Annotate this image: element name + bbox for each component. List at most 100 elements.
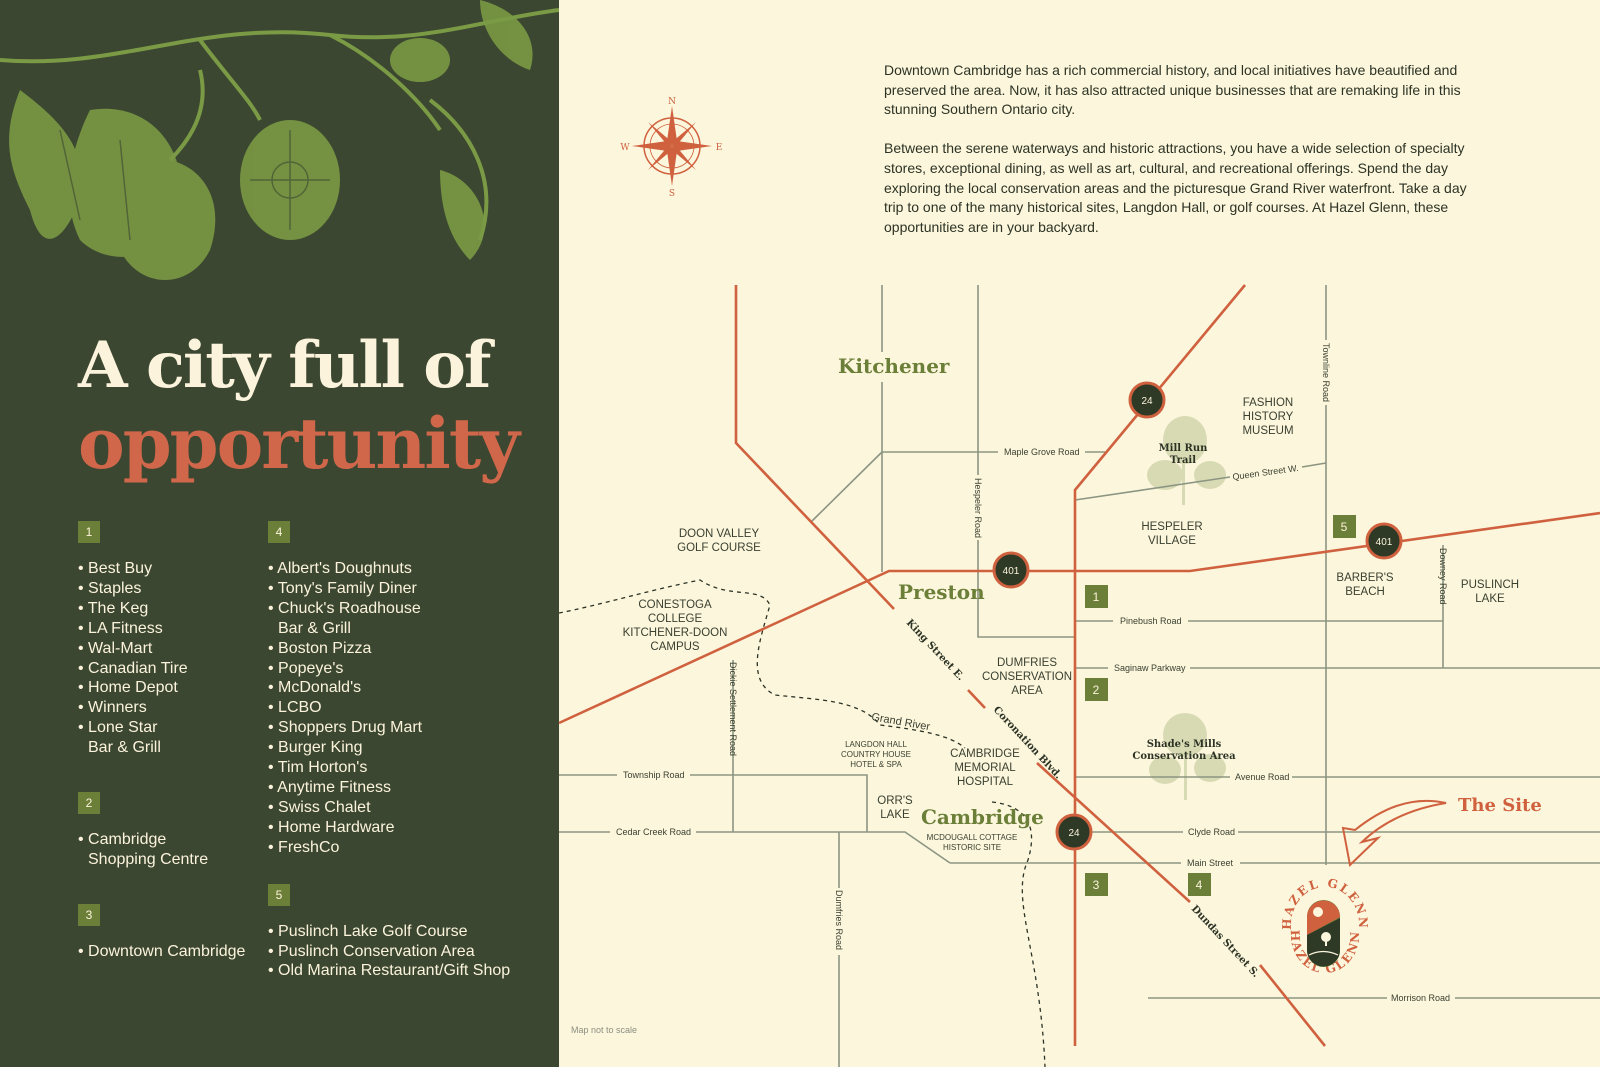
road-label: Dundas Street S. bbox=[1189, 904, 1261, 980]
road-label: Cedar Creek Road bbox=[616, 827, 691, 837]
road-label: Downey Road bbox=[1438, 548, 1448, 605]
svg-text:CONSERVATION: CONSERVATION bbox=[982, 671, 1072, 683]
svg-text:VILLAGE: VILLAGE bbox=[1148, 535, 1196, 547]
svg-text:GOLF COURSE: GOLF COURSE bbox=[677, 542, 761, 554]
svg-text:CAMPUS: CAMPUS bbox=[650, 641, 700, 653]
group-3: 3 Downtown Cambridge bbox=[78, 903, 248, 962]
svg-text:HISTORY: HISTORY bbox=[1243, 411, 1294, 423]
compass-e: E bbox=[716, 143, 723, 153]
roads bbox=[559, 285, 1600, 1067]
list-item: Downtown Cambridge bbox=[78, 942, 248, 962]
svg-text:24: 24 bbox=[1068, 828, 1080, 839]
list-item: Shoppers Drug Mart bbox=[268, 718, 548, 738]
list-item: Lone Star Bar & Grill bbox=[78, 718, 178, 758]
svg-text:4: 4 bbox=[1196, 878, 1203, 892]
the-site-label: The Site bbox=[1458, 795, 1542, 816]
list-item: Boston Pizza bbox=[268, 639, 548, 659]
svg-text:ORR'S: ORR'S bbox=[877, 795, 913, 807]
svg-text:LAKE: LAKE bbox=[1475, 593, 1505, 605]
list-item: Home Hardware bbox=[268, 818, 548, 838]
road-label: Saginaw Parkway bbox=[1114, 663, 1186, 673]
list-item: Puslinch Lake Golf Course bbox=[268, 922, 548, 942]
svg-text:BEACH: BEACH bbox=[1345, 586, 1385, 598]
list-item: Tony's Family Diner bbox=[268, 579, 548, 599]
place-orrs-lake: ORR'S LAKE bbox=[877, 795, 913, 821]
river-label: Grand River bbox=[870, 711, 931, 733]
compass-s: S bbox=[669, 189, 675, 199]
road-label: Morrison Road bbox=[1391, 993, 1450, 1003]
compass-rose-icon: N E S W bbox=[620, 97, 722, 199]
svg-text:LANGDON HALL: LANGDON HALL bbox=[845, 740, 907, 749]
list-item: Old Marina Restaurant/Gift Shop bbox=[268, 961, 548, 981]
road-label: Township Road bbox=[623, 770, 685, 780]
list-item: LCBO bbox=[268, 698, 548, 718]
intro-paragraph-2: Between the serene waterways and histori… bbox=[884, 140, 1467, 235]
svg-text:MEMORIAL: MEMORIAL bbox=[954, 762, 1016, 774]
intro-paragraph-1: Downtown Cambridge has a rich commercial… bbox=[884, 62, 1461, 118]
svg-text:HISTORIC SITE: HISTORIC SITE bbox=[943, 843, 1001, 852]
svg-text:401: 401 bbox=[1003, 566, 1020, 577]
list-item: Staples bbox=[78, 579, 248, 599]
compass-n: N bbox=[668, 97, 676, 107]
svg-text:24: 24 bbox=[1141, 396, 1153, 407]
marker-4: 4 bbox=[1188, 873, 1211, 896]
svg-text:FASHION: FASHION bbox=[1243, 397, 1293, 409]
intro-text: Downtown Cambridge has a rich commercial… bbox=[884, 61, 1484, 257]
highway-24-shield-icon: 24 bbox=[1055, 813, 1093, 851]
group-badge: 4 bbox=[268, 521, 290, 543]
grand-river bbox=[558, 579, 1046, 1067]
road-label: Dickie Settlement Road bbox=[728, 662, 738, 756]
svg-text:CONESTOGA: CONESTOGA bbox=[638, 599, 712, 611]
svg-text:5: 5 bbox=[1341, 520, 1348, 534]
road-label: King Street E. bbox=[904, 618, 966, 683]
marker-1: 1 bbox=[1085, 585, 1108, 608]
svg-text:Shade's Mills: Shade's Mills bbox=[1147, 739, 1222, 750]
list-item: LA Fitness bbox=[78, 619, 248, 639]
city-cambridge: Cambridge bbox=[921, 805, 1044, 829]
floral-illustration bbox=[0, 0, 559, 280]
list-item: Winners bbox=[78, 698, 248, 718]
svg-text:AREA: AREA bbox=[1011, 685, 1043, 697]
group-2: 2 Cambridge Shopping Centre bbox=[78, 792, 248, 870]
list-item: Chuck's Roadhouse Bar & Grill bbox=[268, 599, 438, 639]
list-column-1: 1 Best Buy Staples The Keg LA Fitness Wa… bbox=[78, 521, 248, 988]
highway-401-shield-icon: 401 bbox=[1365, 522, 1403, 560]
list-item: Swiss Chalet bbox=[268, 798, 548, 818]
svg-text:LAKE: LAKE bbox=[880, 809, 910, 821]
list-item: Albert's Doughnuts bbox=[268, 559, 548, 579]
road-label: Clyde Road bbox=[1188, 827, 1235, 837]
place-doon-valley: DOON VALLEY GOLF COURSE bbox=[677, 528, 761, 554]
road-label: Avenue Road bbox=[1235, 772, 1289, 782]
svg-text:HAZEL GLENN: HAZEL GLENN bbox=[1280, 876, 1370, 930]
road-label: Hespeler Road bbox=[973, 478, 983, 538]
group-badge: 5 bbox=[268, 883, 290, 906]
road-label: Main Street bbox=[1187, 858, 1234, 868]
road-label: Coronation Blvd. bbox=[991, 705, 1064, 782]
group-badge: 3 bbox=[78, 903, 100, 926]
highway-24-shield-icon: 24 bbox=[1128, 381, 1166, 419]
road-label: Townline Road bbox=[1321, 343, 1331, 402]
heading-line-2: opportunity bbox=[78, 402, 520, 485]
svg-text:CAMBRIDGE: CAMBRIDGE bbox=[950, 748, 1020, 760]
marker-5: 5 bbox=[1333, 515, 1356, 538]
list-item: Burger King bbox=[268, 738, 548, 758]
svg-text:COUNTRY HOUSE: COUNTRY HOUSE bbox=[841, 750, 911, 759]
group-badge: 2 bbox=[78, 792, 100, 815]
list-item: Popeye's bbox=[268, 659, 548, 679]
group-5: 5 Puslinch Lake Golf Course Puslinch Con… bbox=[268, 883, 548, 982]
list-item: Best Buy bbox=[78, 559, 248, 579]
group-badge: 1 bbox=[78, 521, 100, 543]
svg-text:DOON VALLEY: DOON VALLEY bbox=[679, 528, 760, 540]
svg-text:HOTEL & SPA: HOTEL & SPA bbox=[850, 760, 902, 769]
road-label: Maple Grove Road bbox=[1004, 447, 1080, 457]
road-label: Queen Street W. bbox=[1232, 463, 1299, 482]
list-item: McDonald's bbox=[268, 678, 548, 698]
